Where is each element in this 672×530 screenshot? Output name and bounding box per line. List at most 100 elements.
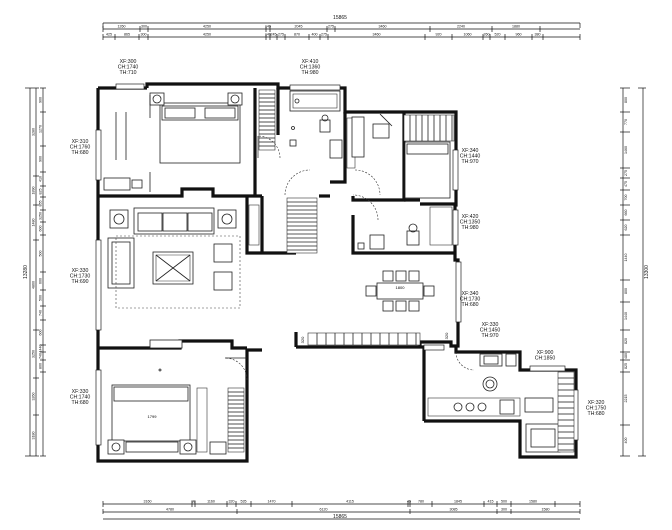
dim-label: 1880 bbox=[512, 25, 520, 29]
dim-label: 300 bbox=[141, 33, 147, 37]
dim-label: 480 bbox=[624, 353, 628, 359]
dim-label: 1270 bbox=[39, 125, 43, 133]
desk-2 bbox=[351, 116, 365, 158]
dim-label: 45 bbox=[407, 500, 411, 504]
dining-table bbox=[376, 282, 424, 300]
dim-label: 1260 bbox=[118, 25, 126, 29]
top-total-dim: 15865 bbox=[333, 15, 347, 21]
dim-label: 800 bbox=[39, 363, 43, 369]
wardrobe-2 bbox=[403, 114, 455, 142]
master-bedroom bbox=[103, 89, 281, 192]
ottoman-2 bbox=[213, 271, 233, 291]
dim-label: 600 bbox=[39, 278, 43, 284]
dim-label: 6120 bbox=[320, 508, 328, 512]
dim-label: 275 bbox=[278, 33, 284, 37]
dim-label: 4115 bbox=[346, 500, 354, 504]
dim-label: 475 bbox=[624, 181, 628, 187]
bath-vanity bbox=[329, 139, 343, 159]
dim-label: 260 bbox=[484, 33, 490, 37]
dim-label: 825 bbox=[624, 363, 628, 369]
dim-label: 300 bbox=[141, 25, 147, 29]
dim-label: 1060 bbox=[464, 33, 472, 37]
wardrobe-3 bbox=[196, 387, 208, 453]
side-table-right bbox=[217, 209, 237, 229]
dim-label: 1440 bbox=[39, 345, 43, 353]
right-total-dim: 13300 bbox=[644, 265, 650, 279]
dim-label: 1470 bbox=[268, 500, 276, 504]
dim-label: 500 bbox=[39, 251, 43, 257]
dim-label: 740 bbox=[39, 353, 43, 359]
kitchen-sink bbox=[479, 353, 503, 367]
dim-label: 3250 bbox=[39, 212, 43, 220]
dim-label: 920 bbox=[436, 33, 442, 37]
dim-label: 3460 bbox=[379, 25, 387, 29]
dim-label: 425 bbox=[106, 33, 112, 37]
dim-label: 800 bbox=[624, 97, 628, 103]
entry-cabinet bbox=[286, 197, 318, 254]
right-detail-dims: 8007701460275475700660620144080014408204… bbox=[620, 87, 630, 457]
dim-label: 870 bbox=[294, 33, 300, 37]
shower bbox=[429, 206, 453, 246]
dim-label: 1440 bbox=[624, 254, 628, 262]
nightstand-right bbox=[227, 92, 243, 106]
dim-label: 98 bbox=[192, 500, 196, 504]
master-wardrobe bbox=[258, 89, 276, 151]
dim-label: 900 bbox=[39, 97, 43, 103]
toilet-2 bbox=[406, 230, 420, 246]
kitchen-stool bbox=[482, 376, 498, 392]
dim-label: 1890 bbox=[32, 187, 36, 195]
dim-label: 1440 bbox=[624, 312, 628, 320]
dim-label: 3160 bbox=[144, 500, 152, 504]
walls bbox=[96, 82, 578, 463]
living-room bbox=[107, 207, 241, 309]
dim-label: 660 bbox=[624, 210, 628, 216]
second-bath bbox=[357, 206, 453, 250]
bottom-total-dim: 15865 bbox=[333, 514, 347, 520]
dim-label: 3180 bbox=[32, 432, 36, 440]
windows bbox=[95, 83, 579, 446]
right-dimensions: 8007701460275475700660620144080014408204… bbox=[620, 87, 650, 457]
dim-label: 900 bbox=[39, 156, 43, 162]
cabinet-left-label: 320 bbox=[300, 336, 305, 343]
dim-label: 770 bbox=[624, 119, 628, 125]
dim-label: 4780 bbox=[166, 508, 174, 512]
bed-width-label: 1799 bbox=[148, 414, 158, 419]
dim-label: 415 bbox=[488, 500, 494, 504]
dim-label: 1845 bbox=[454, 500, 462, 504]
dim-label: 780 bbox=[418, 500, 424, 504]
dim-label: 275 bbox=[624, 170, 628, 176]
dim-label: 1580 bbox=[542, 508, 550, 512]
dim-label: 275 bbox=[321, 33, 327, 37]
dim-label: 1480 bbox=[32, 219, 36, 227]
dim-label: 740 bbox=[39, 310, 43, 316]
dim-label: 500 bbox=[39, 295, 43, 301]
dim-label: 620 bbox=[624, 225, 628, 231]
dim-label: 4860 bbox=[32, 281, 36, 289]
dim-label: 245 bbox=[271, 33, 277, 37]
dim-label: 3280 bbox=[32, 128, 36, 136]
ottoman-1 bbox=[213, 243, 233, 263]
dim-label: 145 bbox=[265, 25, 271, 29]
dim-label: 3460 bbox=[373, 33, 381, 37]
side-table-left bbox=[109, 209, 129, 229]
kitchen bbox=[427, 351, 575, 453]
dim-label: 4250 bbox=[203, 33, 211, 37]
dim-label: 1460 bbox=[624, 146, 628, 154]
dim-label: 700 bbox=[624, 195, 628, 201]
left-detail-dims: 9001270900410825855325060050060050074060… bbox=[39, 87, 46, 457]
